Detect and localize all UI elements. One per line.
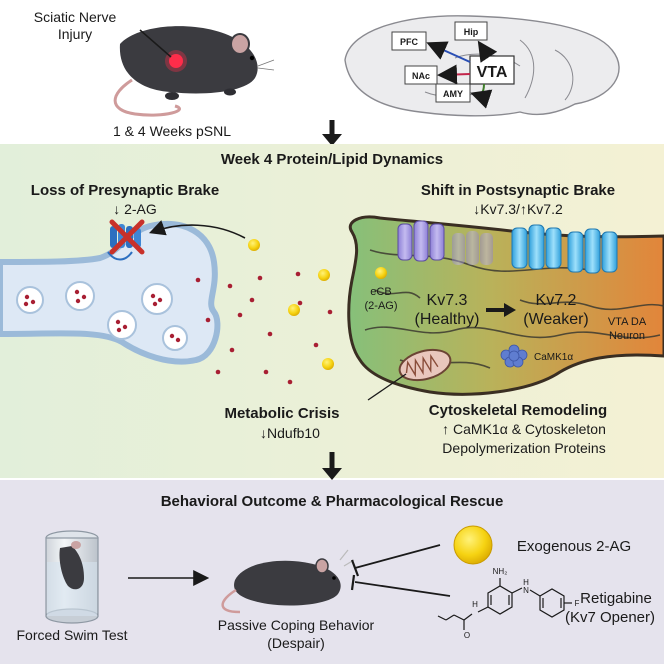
- ecb-dot-icon: [375, 267, 387, 279]
- passive-label-line1: Passive Coping Behavior: [218, 617, 375, 633]
- mitochondrion-icon: [398, 348, 452, 382]
- pfc-label: PFC: [400, 37, 419, 47]
- retigabine-structure-icon: [437, 578, 572, 630]
- bottom-title: Behavioral Outcome & Pharmacological Res…: [161, 493, 504, 510]
- fst-label: Forced Swim Test: [17, 627, 128, 643]
- presynaptic-terminal: [0, 219, 221, 365]
- chem-h-label: H: [523, 578, 529, 587]
- passive-label-line2: (Despair): [267, 635, 325, 651]
- postsynaptic-title: Shift in Postsynaptic Brake: [421, 182, 615, 199]
- metabolic-subtitle: ↓Ndufb10: [260, 425, 320, 441]
- retrograde-arrow: [148, 220, 246, 239]
- down-arrow-2-icon: [322, 468, 342, 480]
- swim-cylinder-icon: [45, 530, 99, 624]
- despair-mouse-icon: [221, 549, 355, 614]
- nac-box: [404, 65, 438, 85]
- kv72-label-line1: Kv7.2: [536, 292, 577, 309]
- vesicle: [65, 281, 95, 311]
- retigabine-label-line1: Retigabine: [580, 590, 652, 607]
- hip-label: Hip: [464, 27, 479, 37]
- cyto-line1: ↑ CaMK1α & Cytoskeleton: [442, 421, 606, 437]
- vta-da-label-line1: VTA DA: [608, 316, 647, 328]
- retigabine-label-line2: (Kv7 Opener): [565, 609, 655, 626]
- middle-section: Week 4 Protein/Lipid Dynamics: [0, 144, 664, 480]
- neurotransmitter-dots: [195, 271, 333, 385]
- chem-nh2-label: NH₂: [493, 567, 508, 576]
- ecb-label-line1: eCB: [370, 286, 391, 298]
- chem-o-label: O: [464, 631, 470, 640]
- nac-label: NAc: [412, 71, 430, 81]
- metabolic-title: Metabolic Crisis: [224, 405, 339, 422]
- vesicle: [107, 310, 137, 340]
- cyto-line2: Depolymerization Proteins: [442, 440, 605, 456]
- injured-mouse-icon: [113, 26, 275, 117]
- amy-label: AMY: [443, 89, 463, 99]
- kv73-channel-faded-icon: [452, 231, 493, 265]
- blocked-x-icon: [109, 219, 145, 255]
- top-section: Sciatic Nerve Injury 1 & 4 Weeks pSNL PF…: [34, 9, 620, 146]
- chem-f-label: F: [575, 599, 580, 608]
- vta-to-amy-arrow: [470, 83, 493, 109]
- pfc-box: [391, 31, 427, 51]
- down-arrow-1-icon: [322, 134, 342, 146]
- hip-box: [454, 21, 488, 41]
- exo-2ag-label: Exogenous 2-AG: [517, 538, 631, 555]
- camk1a-cluster-icon: [500, 344, 528, 368]
- kv73-label-line1: Kv7.3: [427, 292, 468, 309]
- kv72-channel-icon: [567, 228, 618, 274]
- 2ag-sphere-icon: [453, 525, 493, 565]
- chem-h2-label: H: [472, 600, 478, 609]
- vta-to-pfc-arrow: [426, 41, 471, 63]
- metabolic-pointer-line: [367, 373, 407, 401]
- camk1a-label: CaMK1α: [534, 352, 573, 363]
- vesicle: [141, 283, 173, 315]
- presynaptic-title: Loss of Presynaptic Brake: [31, 182, 219, 199]
- kv72-channel-icon: [511, 224, 562, 270]
- presynaptic-subtitle: ↓ 2-AG: [113, 201, 157, 217]
- 2ag-lipid-dots: [248, 239, 334, 370]
- vta-to-nac-arrow: [437, 64, 471, 85]
- ecb-label-line2: (2-AG): [365, 300, 398, 312]
- inhibit-line-1: [354, 544, 441, 569]
- vta-label: VTA: [477, 64, 508, 81]
- injury-label-line2: Injury: [58, 26, 92, 42]
- injury-label-line1: Sciatic Nerve: [34, 9, 117, 25]
- shift-arrow-icon: [504, 303, 516, 317]
- vesicle: [16, 286, 44, 314]
- postsynaptic-subtitle: ↓Kv7.3/↑Kv7.2: [473, 201, 563, 217]
- vta-to-hip-arrow: [477, 40, 498, 63]
- vta-da-label-line2: Neuron: [609, 330, 645, 342]
- cyto-title: Cytoskeletal Remodeling: [429, 402, 607, 419]
- injury-site-icon: [169, 54, 183, 68]
- kv73-label-line2: (Healthy): [415, 311, 480, 328]
- kv72-label-line2: (Weaker): [523, 311, 589, 328]
- injury-pointer-line: [139, 29, 172, 58]
- chem-n-label: N: [523, 586, 529, 595]
- timepoints-label: 1 & 4 Weeks pSNL: [113, 123, 231, 139]
- vesicle: [162, 325, 188, 351]
- inhibit-line-2: [354, 581, 451, 597]
- kv73-channel-icon: [397, 220, 445, 262]
- middle-title: Week 4 Protein/Lipid Dynamics: [221, 151, 443, 168]
- bottom-section: Behavioral Outcome & Pharmacological Res…: [0, 480, 664, 664]
- mouse-brain-diagram: PFC Hip NAc AMY VTA: [344, 15, 620, 117]
